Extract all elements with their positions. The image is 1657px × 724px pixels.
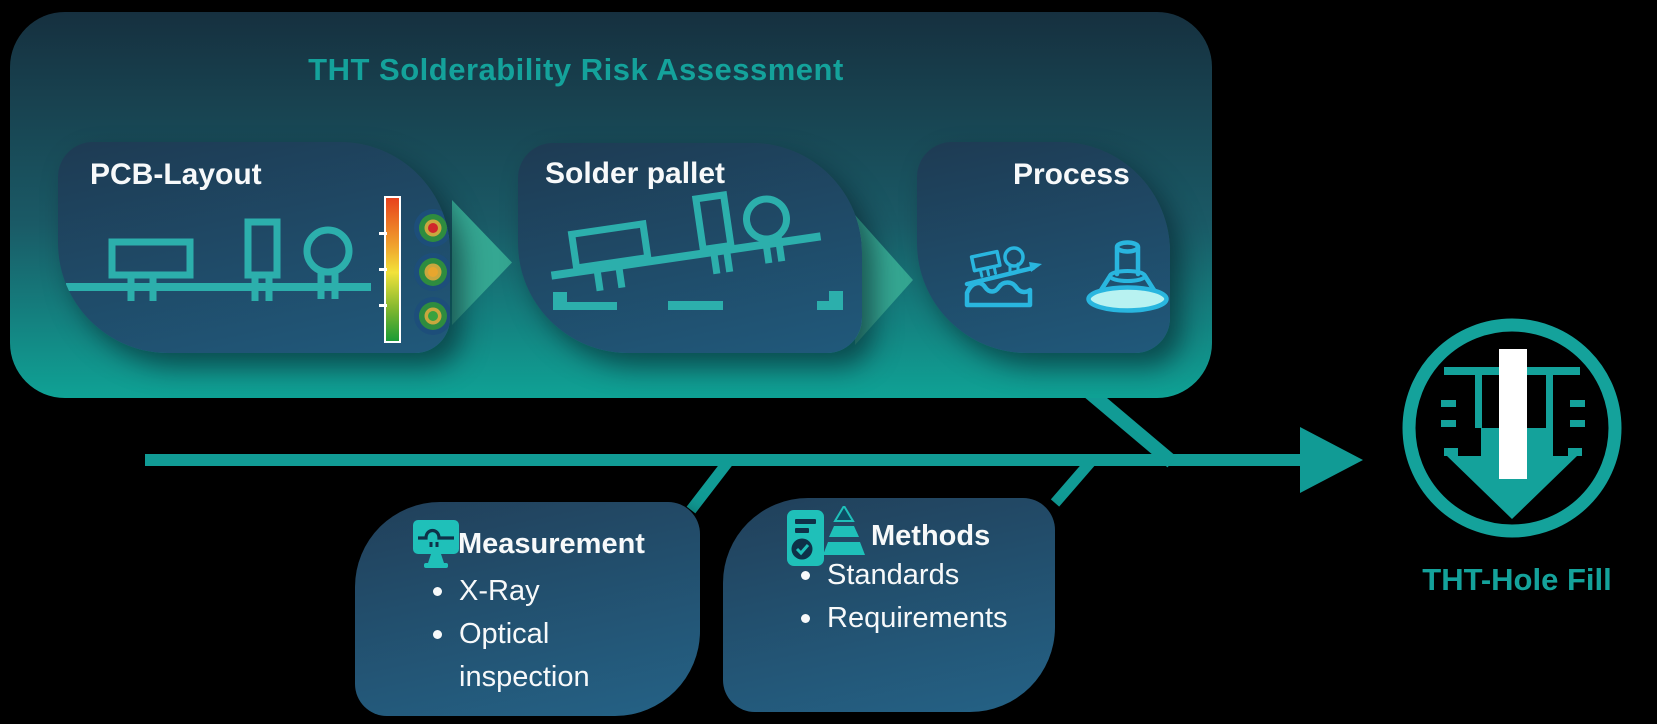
panel-connector-line <box>1077 380 1177 468</box>
list-item: Requirements <box>723 597 1047 640</box>
methods-box: Methods Standards Requirements <box>723 498 1055 712</box>
pallet-supports <box>553 291 843 310</box>
methods-items: Standards Requirements <box>723 554 1047 640</box>
measurement-connector-line <box>686 454 736 514</box>
list-item: X-Ray <box>355 570 692 613</box>
chevron-right-icon <box>855 215 913 345</box>
pcb-layout-box: PCB-Layout <box>58 142 450 353</box>
through-hole-fill-arrow-icon <box>1402 318 1622 538</box>
main-arrow-head <box>1300 427 1363 493</box>
bullet-icon <box>433 587 442 596</box>
risk-assessment-panel: THT Solderability Risk Assessment <box>10 12 1212 398</box>
bullet-icon <box>801 614 810 623</box>
chevron-right-icon <box>452 200 512 325</box>
list-item: Standards <box>723 554 1047 597</box>
list-item: Optical inspection <box>355 613 692 699</box>
bullet-icon <box>433 630 442 639</box>
process-title: Process <box>1013 158 1130 191</box>
tilted-board-on-pallet-icon <box>550 190 843 310</box>
measurement-title: Measurement <box>458 528 645 560</box>
pcb-layout-title: PCB-Layout <box>90 158 262 191</box>
pcb-components-risk-scale-icon <box>66 196 450 343</box>
tht-pad-risk-icons <box>414 209 450 335</box>
checklist-pyramid-icon <box>787 506 865 566</box>
tht-hole-fill-label: THT-Hole Fill <box>1422 562 1612 597</box>
solder-pallet-box: Solder pallet <box>518 143 862 353</box>
methods-connector-line <box>1050 454 1099 507</box>
wave-solder-icon <box>964 246 1036 308</box>
bullet-icon <box>801 571 810 580</box>
monitor-waveform-icon <box>413 520 459 568</box>
process-box: Process <box>917 142 1170 353</box>
methods-title: Methods <box>871 520 991 552</box>
measurement-box: Measurement X-Ray Optical inspection <box>355 502 700 716</box>
solder-nozzle-icon <box>1086 240 1169 313</box>
panel-title: THT Solderability Risk Assessment <box>308 52 844 87</box>
measurement-items: X-Ray Optical inspection <box>355 570 692 699</box>
risk-scale-icon <box>379 196 401 343</box>
wave-solder-and-nozzle-icons <box>964 240 1169 313</box>
solder-pallet-title: Solder pallet <box>545 157 726 190</box>
